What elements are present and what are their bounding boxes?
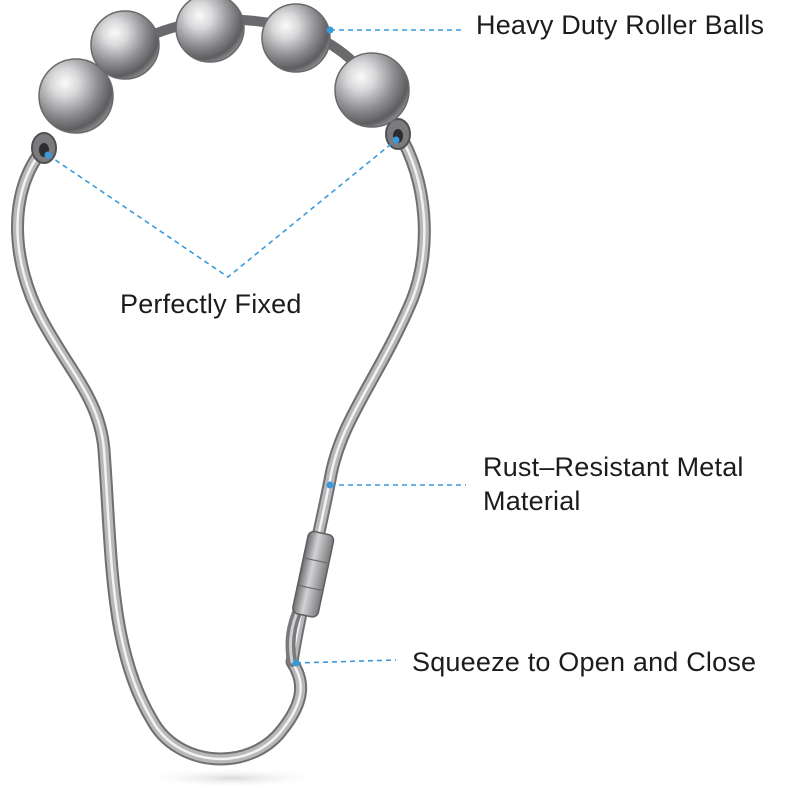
callout-rust-resistant: Rust–Resistant Metal Material bbox=[483, 450, 744, 518]
callout-perfectly-fixed: Perfectly Fixed bbox=[120, 289, 302, 319]
callout-rust-resistant-line1: Rust–Resistant Metal bbox=[483, 452, 744, 482]
roller-ball bbox=[261, 3, 331, 73]
floor-shadow bbox=[137, 768, 327, 788]
callout-squeeze: Squeeze to Open and Close bbox=[412, 647, 757, 677]
wire-end-eyelets bbox=[31, 118, 411, 164]
callout-dot bbox=[326, 481, 334, 489]
callout-roller-balls: Heavy Duty Roller Balls bbox=[476, 10, 765, 40]
callout-dot bbox=[392, 136, 400, 144]
roller-ball bbox=[175, 0, 245, 63]
callout-leader-lines bbox=[47, 29, 466, 664]
roller-ball bbox=[334, 52, 410, 128]
latch-sleeve bbox=[292, 530, 335, 618]
callout-dot bbox=[292, 659, 300, 667]
callout-dots bbox=[44, 26, 400, 667]
leader-line-squeeze bbox=[295, 659, 397, 664]
roller-ball bbox=[90, 10, 160, 80]
hook-wire bbox=[11, 125, 431, 766]
callout-dot bbox=[326, 26, 334, 34]
callout-rust-resistant-line2: Material bbox=[483, 486, 581, 516]
roller-balls bbox=[38, 0, 410, 134]
roller-ball bbox=[38, 58, 114, 134]
callout-dot bbox=[44, 151, 52, 159]
leader-line-perfectly-fixed bbox=[47, 139, 397, 278]
